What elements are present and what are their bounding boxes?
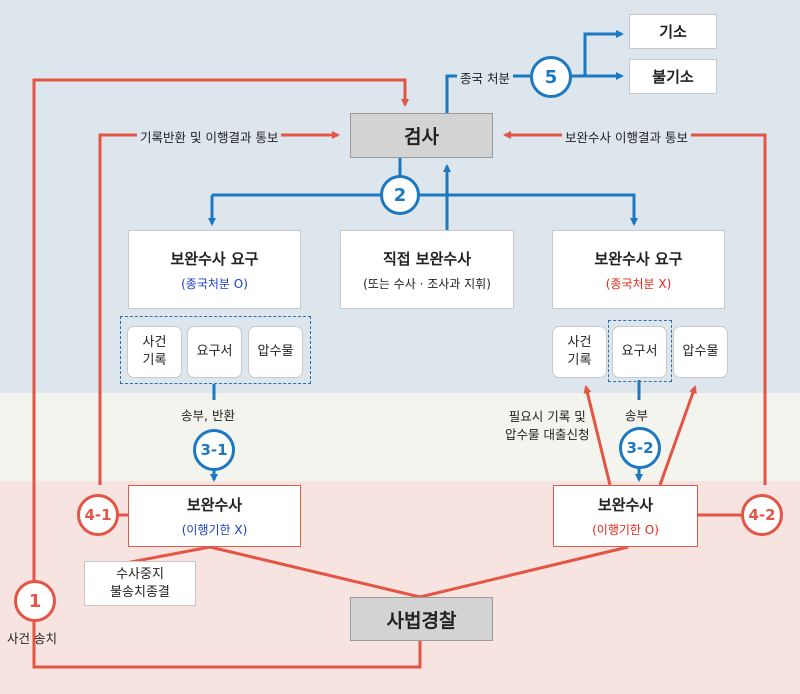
step-4-2-badge: 4-2 bbox=[741, 494, 783, 536]
prosecution-box: 검사 bbox=[350, 113, 493, 158]
left-return-label: 기록반환 및 이행결과 통보 bbox=[137, 127, 282, 146]
suspension-box: 수사중지 불송치종결 bbox=[84, 561, 196, 606]
right-case-record-label: 사건 기록 bbox=[567, 335, 592, 368]
right-supplementary-title: 보완수사 bbox=[597, 496, 654, 514]
prosecution-label: 검사 bbox=[404, 126, 439, 148]
step-5-badge: 5 bbox=[530, 56, 572, 98]
left-seized-items-label: 압수물 bbox=[257, 344, 294, 360]
suspension-label: 수사중지 불송치종결 bbox=[110, 566, 170, 600]
loan-request-label: 필요시 기록 및 압수물 대출신청 bbox=[505, 409, 590, 442]
indictment-box: 기소 bbox=[629, 14, 717, 49]
right-supplementary-deadline: (이행기한 O) bbox=[592, 523, 659, 537]
left-supplementary-deadline: (이행기한 X) bbox=[181, 523, 248, 537]
send-label: 송부 bbox=[625, 408, 649, 423]
direct-investigation-note: (또는 수사 · 조사과 지휘) bbox=[363, 276, 491, 291]
left-seized-items: 압수물 bbox=[248, 326, 303, 378]
non-indictment-label: 불기소 bbox=[652, 68, 694, 86]
step-3-2-badge: 3-2 bbox=[619, 427, 661, 469]
police-label: 사법경찰 bbox=[386, 609, 457, 632]
step-4-1-badge: 4-1 bbox=[77, 494, 119, 536]
left-request-letter: 요구서 bbox=[187, 326, 242, 378]
direct-investigation-box: 직접 보완수사 (또는 수사 · 조사과 지휘) bbox=[340, 230, 514, 309]
left-documents-group bbox=[120, 316, 311, 384]
left-supplementary-title: 보완수사 bbox=[186, 496, 243, 514]
right-request-letter-label: 요구서 bbox=[621, 344, 658, 360]
send-return-label: 송부, 반환 bbox=[181, 408, 235, 423]
step-2-badge: 2 bbox=[380, 175, 420, 215]
left-case-record: 사건 기록 bbox=[127, 326, 182, 378]
right-supplementary-box: 보완수사 (이행기한 O) bbox=[553, 485, 698, 547]
indictment-label: 기소 bbox=[659, 23, 687, 41]
police-box: 사법경찰 bbox=[350, 597, 493, 641]
right-seized-items: 압수물 bbox=[673, 326, 728, 378]
step-3-1-badge: 3-1 bbox=[193, 429, 235, 471]
left-supplementary-box: 보완수사 (이행기한 X) bbox=[128, 485, 301, 547]
right-documents-group bbox=[608, 320, 672, 382]
direct-investigation-title: 직접 보완수사 bbox=[382, 249, 472, 268]
right-request-box: 보완수사 요구 (종국처분 X) bbox=[552, 230, 725, 309]
right-seized-items-label: 압수물 bbox=[682, 344, 719, 360]
left-request-box: 보완수사 요구 (종국처분 O) bbox=[128, 230, 301, 309]
right-request-condition: (종국처분 X) bbox=[605, 276, 672, 291]
right-request-title: 보완수사 요구 bbox=[594, 249, 683, 268]
right-case-record: 사건 기록 bbox=[552, 326, 607, 378]
left-request-condition: (종국처분 O) bbox=[181, 276, 248, 291]
non-indictment-box: 불기소 bbox=[629, 59, 717, 94]
left-case-record-label: 사건 기록 bbox=[142, 335, 167, 368]
case-transfer-label: 사건 송치 bbox=[7, 631, 57, 646]
right-request-letter: 요구서 bbox=[612, 326, 667, 378]
final-disposition-label: 종국 처분 bbox=[457, 68, 513, 87]
left-request-letter-label: 요구서 bbox=[196, 344, 233, 360]
left-request-title: 보완수사 요구 bbox=[170, 249, 259, 268]
right-return-label: 보완수사 이행결과 통보 bbox=[562, 127, 691, 146]
step-1-badge: 1 bbox=[14, 580, 56, 622]
